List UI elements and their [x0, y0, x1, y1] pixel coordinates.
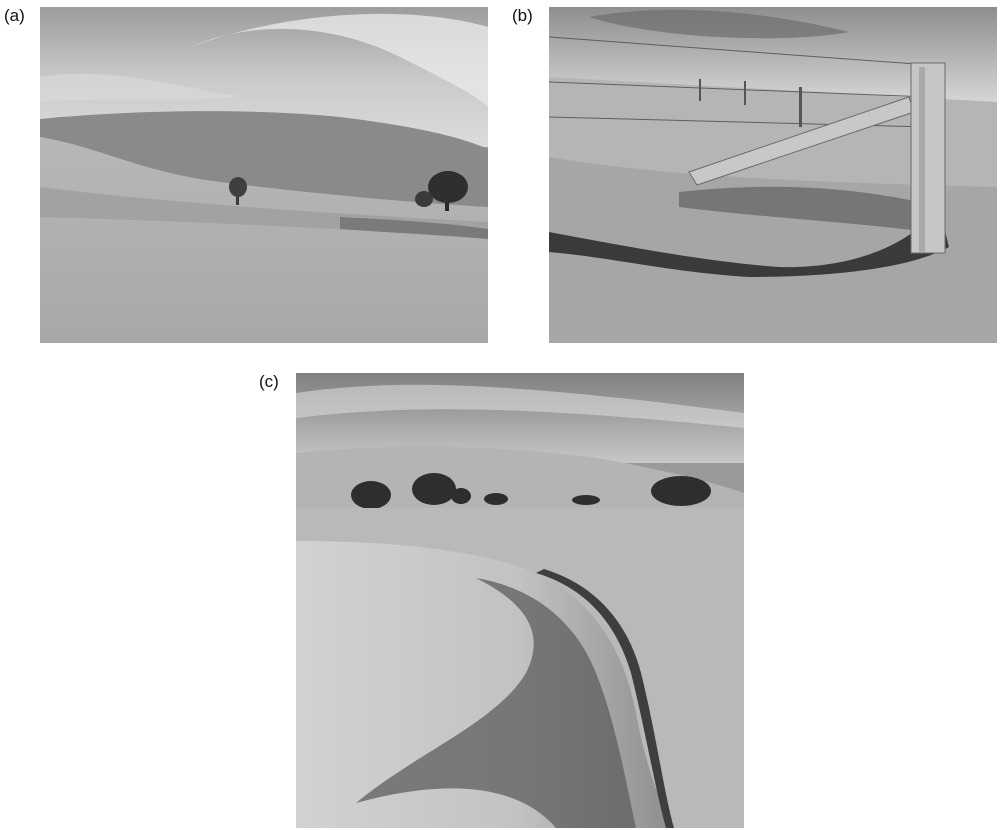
- photo-a-image: [40, 7, 488, 343]
- fence-netting: [549, 207, 949, 277]
- cloud: [40, 73, 240, 102]
- panel-label-a: (a): [4, 6, 25, 25]
- panel-label-c: (c): [259, 372, 279, 391]
- photo-a-grassland-hills: [40, 7, 488, 343]
- panel-label-b: (b): [512, 6, 533, 25]
- tree-line: [351, 473, 711, 509]
- debris-mound: [679, 186, 929, 232]
- photo-c-farm-dam: [296, 373, 744, 828]
- photo-b-fence-post: [549, 7, 997, 343]
- post-shading: [919, 67, 925, 252]
- pasture: [40, 137, 488, 343]
- fence-posts-distant: [699, 79, 802, 127]
- waterline-edge: [536, 569, 674, 828]
- cloud: [190, 13, 488, 107]
- cloud: [589, 9, 849, 39]
- dam-water: [340, 217, 488, 239]
- wooden-fence-post: [910, 62, 946, 254]
- tree-right: [415, 171, 468, 211]
- distant-hill: [296, 446, 744, 513]
- photo-c-image: [296, 373, 744, 828]
- tree-left: [229, 177, 247, 205]
- cloud: [296, 384, 744, 428]
- photo-b-image: [549, 7, 997, 343]
- algae-shoreline: [356, 578, 636, 828]
